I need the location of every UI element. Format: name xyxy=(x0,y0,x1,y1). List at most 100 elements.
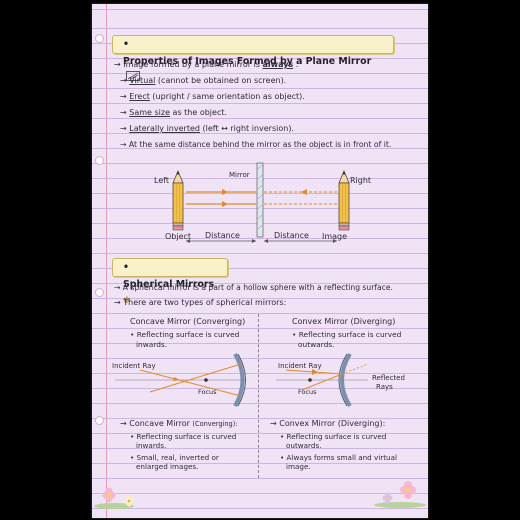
spherical-line-text: There are two types of spherical mirrors… xyxy=(123,298,287,307)
spherical-line-text: A spherical mirror is a part of a hollow… xyxy=(122,283,393,292)
property-text: At the same distance behind the mirror a… xyxy=(128,140,392,149)
convex-desc: • Reflecting surface is curved xyxy=(292,330,401,340)
convex-bullet: • Reflecting surface is curved xyxy=(280,432,386,442)
punch-hole xyxy=(95,156,104,165)
sparkle-icon: ✲ xyxy=(123,296,131,306)
focus-label: Focus xyxy=(198,388,217,396)
property-item: → Erect (upright / same orientation as o… xyxy=(120,92,305,102)
incident-ray-label: Incident Ray xyxy=(112,362,156,370)
property-item: → Same size as the object. xyxy=(120,108,227,118)
arrow-icon: → xyxy=(120,76,130,85)
convex-bottom-heading: → Convex Mirror (Diverging): xyxy=(270,419,385,429)
incident-ray-label: Incident Ray xyxy=(278,362,322,370)
property-item: → Laterally inverted (left ↔ right inver… xyxy=(120,124,294,134)
distance-label: Distance xyxy=(205,231,240,240)
convex-bullet-text: outwards. xyxy=(286,441,322,450)
convex-bottom-title: Convex Mirror (Diverging): xyxy=(279,419,386,428)
property-item: → Virtual (cannot be obtained on screen)… xyxy=(120,76,286,86)
arrow-icon: → xyxy=(114,60,124,69)
flower-decoration-icon xyxy=(374,481,426,508)
image-pencil-icon xyxy=(338,169,350,231)
property-text: (cannot be obtained on screen). xyxy=(155,76,287,85)
convex-bullet-text: image. xyxy=(286,462,311,471)
incident-ray xyxy=(139,369,242,397)
reflected-ray xyxy=(301,373,343,391)
reflected-rays-label: Reflected xyxy=(372,374,405,382)
flower-decoration-icon xyxy=(94,487,134,509)
arrow-icon: → xyxy=(270,419,280,428)
convex-bullet: • Always forms small and virtual xyxy=(280,453,397,463)
section1-title: Properties of Images Formed by a Plane M… xyxy=(123,56,372,67)
property-key: Virtual xyxy=(129,76,156,85)
ray-arrowhead xyxy=(301,189,307,195)
focus-label: Focus xyxy=(298,388,317,396)
margin-line xyxy=(106,4,107,518)
convex-bullet-text: Always forms small and virtual xyxy=(286,453,398,462)
concave-bottom-heading: → Concave Mirror (Converging): xyxy=(120,419,238,429)
section2-title-banner: • Spherical Mirrors ✲ xyxy=(112,258,228,306)
arrow-icon: → xyxy=(120,92,130,101)
concave-desc-line: inwards. xyxy=(136,340,168,349)
spherical-line: → There are two types of spherical mirro… xyxy=(114,298,286,308)
arrow-icon: → xyxy=(120,124,130,133)
notebook-page: • Properties of Images Formed by a Plane… xyxy=(92,4,428,518)
property-key: Erect xyxy=(129,92,150,101)
bullet-dot: • xyxy=(130,453,137,462)
intro-colon: : xyxy=(295,60,299,69)
bullet-dot: • xyxy=(130,432,137,441)
object-pencil-icon xyxy=(172,169,184,231)
bullet-dot: • xyxy=(123,39,129,50)
reflected-ray xyxy=(149,363,242,393)
concave-bottom-sub: (Converging): xyxy=(192,420,238,428)
arrow-icon: → xyxy=(120,140,129,149)
bullet-dot: • xyxy=(292,330,299,339)
convex-desc-line: outwards. xyxy=(298,340,335,349)
bullet-dot: • xyxy=(280,453,287,462)
concave-bullet-text: inwards. xyxy=(136,441,167,450)
convex-heading: Convex Mirror (Diverging) xyxy=(292,317,396,326)
bullet-dot: • xyxy=(130,330,137,339)
property-item: → At the same distance behind the mirror… xyxy=(120,140,391,150)
concave-bullet-text: Reflecting surface is curved xyxy=(136,432,237,441)
arrow-icon: → xyxy=(120,419,130,428)
section1-title-banner: • Properties of Images Formed by a Plane… xyxy=(112,35,394,81)
bullet-dot: • xyxy=(280,432,287,441)
mirror-label: Mirror xyxy=(229,171,250,179)
arrow-icon: → xyxy=(120,108,130,117)
concave-mirror-diagram: Incident Ray Focus xyxy=(112,353,246,407)
convex-bullet-text: Reflecting surface is curved xyxy=(286,432,387,441)
concave-bottom-title: Concave Mirror xyxy=(129,419,190,428)
property-text: (left ↔ right inversion). xyxy=(199,124,294,133)
property-key: Same size xyxy=(129,108,170,117)
concave-desc: • Reflecting surface is curved xyxy=(130,330,239,340)
plane-mirror xyxy=(256,162,264,238)
ray-arrowhead xyxy=(222,189,228,195)
convex-desc-line: Reflecting surface is curved xyxy=(298,330,402,339)
punch-hole xyxy=(95,288,104,297)
column-divider xyxy=(258,314,259,478)
pencil-icon xyxy=(121,70,140,87)
arrow-icon: → xyxy=(114,298,124,307)
right-label: Right xyxy=(350,176,371,185)
intro-text: Image formed by a plane mirror is xyxy=(123,60,260,69)
concave-bullet: • Reflecting surface is curved xyxy=(130,432,236,442)
concave-bullet-text: enlarged images. xyxy=(136,462,199,471)
concave-heading: Concave Mirror (Converging) xyxy=(130,317,246,326)
punch-hole xyxy=(95,34,104,43)
plane-mirror-diagram: Left Right Mirror Object Distance Distan… xyxy=(154,162,371,243)
object-label: Object xyxy=(165,232,191,241)
concave-desc-line: Reflecting surface is curved xyxy=(136,330,240,339)
virtual-ray xyxy=(341,363,369,375)
focus-point xyxy=(204,378,208,382)
property-text: (upright / same orientation as object). xyxy=(149,92,305,101)
reflected-rays-label: Rays xyxy=(376,383,393,391)
spherical-line: → A spherical mirror is a part of a holl… xyxy=(114,283,393,293)
left-label: Left xyxy=(154,176,169,185)
intro-emphasis: always xyxy=(262,60,294,69)
concave-bullet-text: Small, real, inverted or xyxy=(136,453,219,462)
bullet-dot: • xyxy=(123,262,129,273)
arrow-icon: → xyxy=(114,283,123,292)
section1-intro: → Image formed by a plane mirror is alwa… xyxy=(114,60,298,70)
image-label: Image xyxy=(322,232,347,241)
punch-hole xyxy=(95,416,104,425)
